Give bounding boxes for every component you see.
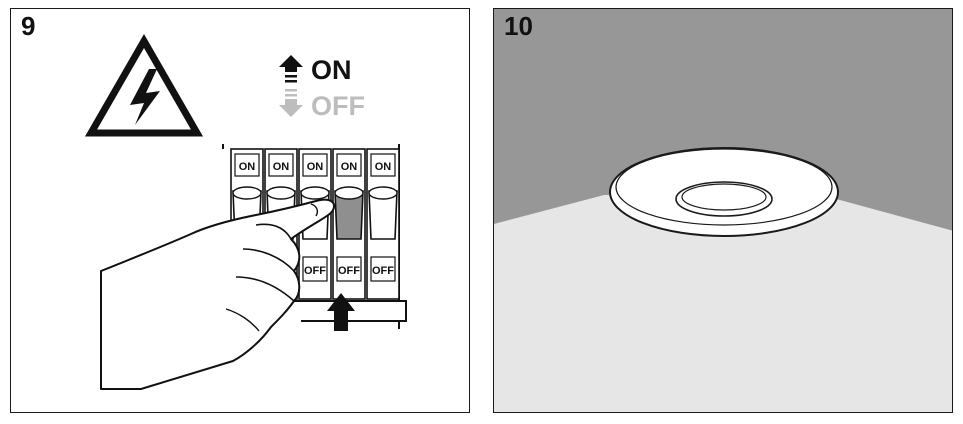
breaker-off-label: OFF <box>372 265 394 277</box>
step-9-illustration: ON OFF ONOFFONOFFONOFFONOFFONOFF <box>84 33 407 390</box>
legend-on: ON <box>311 55 352 85</box>
hand-pressing-switch <box>100 198 336 390</box>
breaker-switch: ON OFF <box>332 148 366 300</box>
breaker-off-label: OFF <box>304 265 326 277</box>
breaker-on-label: ON <box>375 161 392 173</box>
arrow-down-icon <box>279 89 303 117</box>
arrow-up-icon <box>279 55 303 83</box>
step-9-panel: 9 ON OFF ONOFFONOFFONOFFONOFFONOFF <box>10 8 470 413</box>
push-up-arrow-icon <box>327 293 355 331</box>
breaker-on-label: ON <box>307 161 324 173</box>
breaker-on-label: ON <box>341 161 358 173</box>
step-10-panel: 10 <box>493 8 953 413</box>
breaker-switch: ON OFF <box>366 148 400 300</box>
step-number: 9 <box>21 11 36 41</box>
breaker-on-label: ON <box>239 161 256 173</box>
step-number: 10 <box>504 11 533 41</box>
ceiling-light-fixture <box>609 147 839 237</box>
breaker-on-label: ON <box>273 161 290 173</box>
breaker-off-label: OFF <box>338 265 360 277</box>
high-voltage-warning-icon <box>84 33 204 137</box>
step-10-illustration <box>494 9 952 412</box>
ceiling <box>494 195 952 412</box>
legend-off: OFF <box>311 91 365 121</box>
